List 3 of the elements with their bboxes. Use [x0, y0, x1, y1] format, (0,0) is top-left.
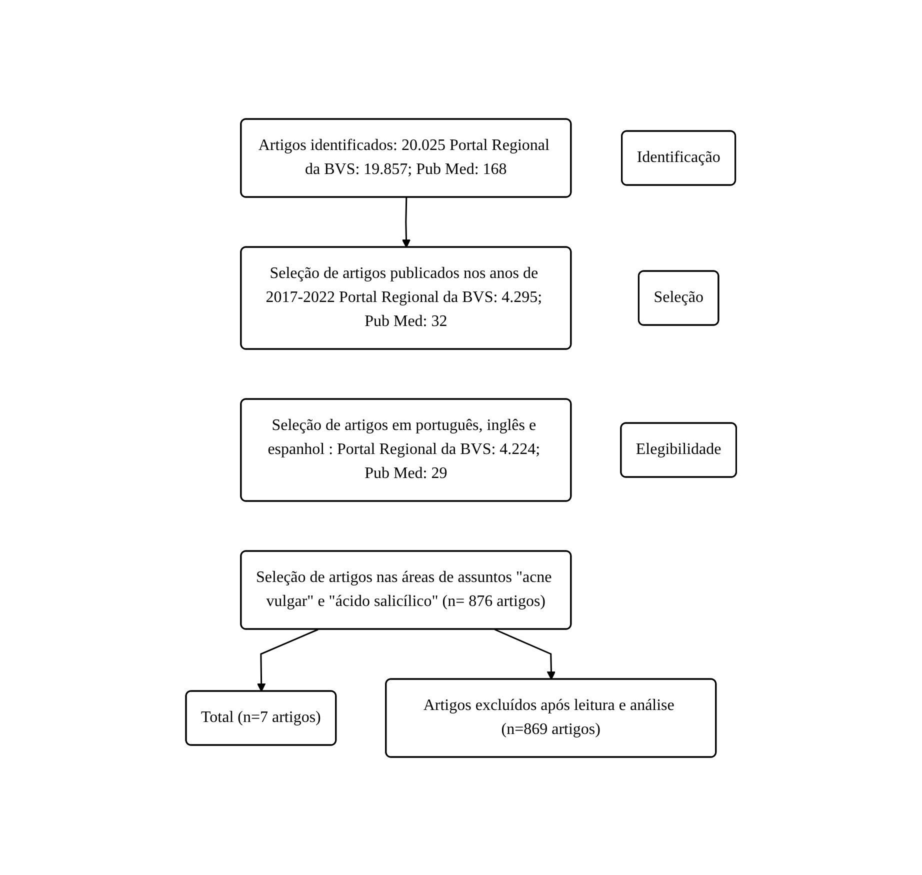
- arrow: [402, 196, 411, 248]
- arrow: [494, 628, 556, 680]
- arrow: [256, 628, 318, 692]
